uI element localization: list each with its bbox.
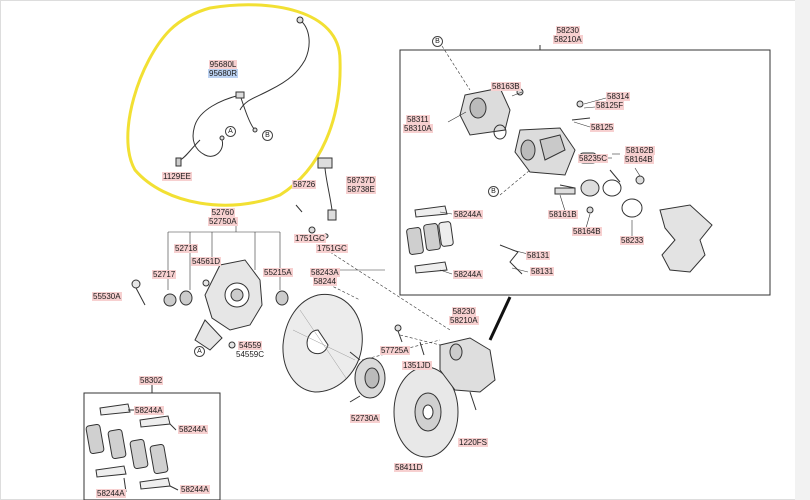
part-label: 58310A — [403, 124, 433, 133]
wheel-speed-sensor — [175, 16, 310, 167]
ref-marker-a-knuckle: A — [194, 346, 205, 357]
part-label: 58244A — [453, 210, 483, 219]
part-label: 58244A — [178, 425, 208, 434]
ref-marker-a-sensor: A — [225, 126, 236, 137]
dust-shield-label-group: 58243A 58244 — [310, 268, 340, 286]
part-label: 57725A — [380, 346, 410, 355]
part-label: 58163B — [491, 82, 521, 91]
part-label: 58210A — [553, 35, 583, 44]
part-label: 95680R — [208, 69, 239, 78]
part-label: 55215A — [263, 268, 293, 277]
steering-knuckle — [131, 259, 289, 351]
brake-disc — [393, 366, 459, 458]
part-label: 58164B — [624, 155, 654, 164]
part-label: 58235C — [578, 154, 609, 163]
part-label: 52718 — [174, 244, 199, 253]
ref-marker-b-caliper-top: B — [432, 36, 443, 47]
part-label: 55530A — [92, 292, 122, 301]
caliper-housing — [459, 87, 576, 176]
dust-shield — [282, 293, 363, 393]
ref-marker-b-caliper-bottom: B — [488, 186, 499, 197]
part-label: 58243A — [310, 268, 340, 277]
part-label: 58162B — [625, 146, 655, 155]
part-label: 58244A — [180, 485, 210, 494]
part-label: 58244A — [134, 406, 164, 415]
knuckle-label-group: 52760 52750A — [208, 208, 238, 226]
part-label: 1220FS — [458, 438, 489, 447]
caliper-bracket — [659, 204, 713, 273]
part-label: 58125 — [590, 123, 615, 132]
part-label: 58131 — [526, 251, 551, 260]
brake-hose — [295, 157, 337, 239]
part-label: 58311 — [405, 115, 430, 124]
part-label: 52730A — [350, 414, 380, 423]
part-label: 58164B — [572, 227, 602, 236]
pads-inset-bottom — [85, 403, 179, 493]
part-label: 52760 — [210, 208, 235, 217]
part-label: 52750A — [208, 217, 238, 226]
part-label: 52717 — [152, 270, 177, 279]
part-label: 58230 — [555, 26, 580, 35]
part-label: 58244 — [312, 277, 337, 286]
part-label: 58161B — [548, 210, 578, 219]
part-label: 58302 — [139, 376, 164, 385]
part-label: 1129EE — [162, 172, 192, 181]
part-label: 58244A — [453, 270, 483, 279]
part-label: 58131 — [530, 267, 555, 276]
part-label: 58244A — [96, 489, 126, 498]
pads-inset-top — [406, 205, 523, 275]
part-label: 1751GC — [294, 234, 326, 243]
ref-marker-b-sensor: B — [262, 130, 273, 141]
part-label: 95680L — [208, 60, 238, 69]
part-label: 58726 — [292, 180, 317, 189]
caliper-housing-label: 58311 58310A — [403, 115, 433, 133]
part-label: 1751GC — [316, 244, 348, 253]
caliper-assy-label: 58230 58210A — [553, 26, 583, 44]
part-label: 58737D — [346, 176, 377, 185]
part-label: 58125F — [595, 101, 625, 110]
part-label: 58230 — [451, 307, 476, 316]
hose-label-group: 58737D 58738E — [346, 176, 377, 194]
part-label: 54559C — [236, 350, 265, 359]
part-label: 58233 — [620, 236, 645, 245]
sensor-label-group: 95680L 95680R — [208, 60, 239, 78]
part-label: 54559 — [238, 341, 263, 350]
part-label: 58411D — [394, 463, 424, 472]
part-label: 54561D — [191, 257, 222, 266]
hub-bearing — [349, 351, 386, 403]
part-label: 58314 — [606, 92, 631, 101]
caliper-assy-label-lower: 58230 58210A — [449, 307, 479, 325]
part-label: 58210A — [449, 316, 479, 325]
highlight-outline — [126, 3, 342, 207]
part-label: 58738E — [346, 185, 376, 194]
scroll-gutter — [795, 0, 810, 500]
caliper-inset-box — [399, 49, 771, 296]
caliper-assembly — [394, 324, 496, 411]
part-label: 1351JD — [402, 361, 432, 370]
